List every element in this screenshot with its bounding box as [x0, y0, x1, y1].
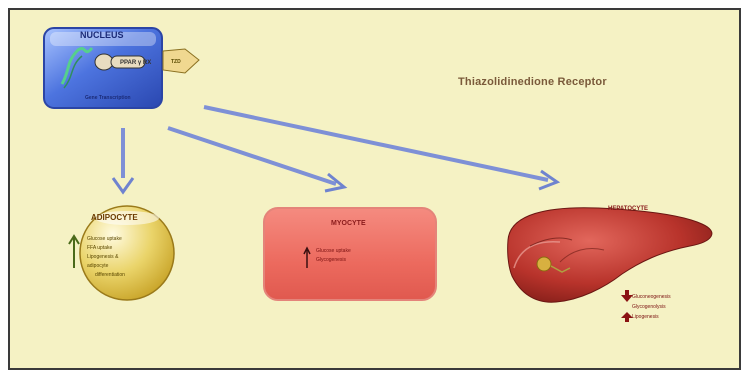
adipocyte-effect: differentiation	[95, 272, 125, 278]
hepatocyte-effect: Lipogenesis	[632, 314, 659, 320]
tzd-label: TZD	[171, 59, 181, 65]
nucleus-label: NUCLEUS	[80, 30, 124, 40]
arrow-to-hepatocyte	[204, 107, 557, 189]
myocyte-effect: Glycogenesis	[316, 257, 346, 263]
receptor-label: PPAR γ RX	[120, 60, 151, 66]
adipocyte-label: ADIPOCYTE	[91, 213, 138, 222]
myocyte-label: MYOCYTE	[331, 220, 366, 227]
hepatocyte-effect: Gluconeogenesis	[632, 294, 671, 300]
diagram-title: Thiazolidinedione Receptor	[458, 76, 607, 88]
adipocyte-up-arrow-icon	[69, 236, 79, 268]
adipocyte-effect: FFA uptake	[87, 245, 112, 251]
liver-organ	[508, 208, 712, 303]
tzd-pentagon	[163, 49, 199, 73]
gene-transcription-label: Gene Transcription	[85, 95, 131, 101]
hepatocyte-label: HEPATOCYTE	[608, 206, 648, 212]
adipocyte-effect: Glucose uptake	[87, 236, 122, 242]
arrow-to-adipocyte	[113, 128, 133, 192]
myocyte-effect: Glucose uptake	[316, 248, 351, 254]
hepatocyte-effect: Glycogenolysis	[632, 304, 666, 310]
arrow-to-myocyte	[168, 128, 344, 191]
adipocyte-effect: Lipogenesis &	[87, 254, 118, 260]
adipocyte-effect: adipocyte	[87, 263, 108, 269]
